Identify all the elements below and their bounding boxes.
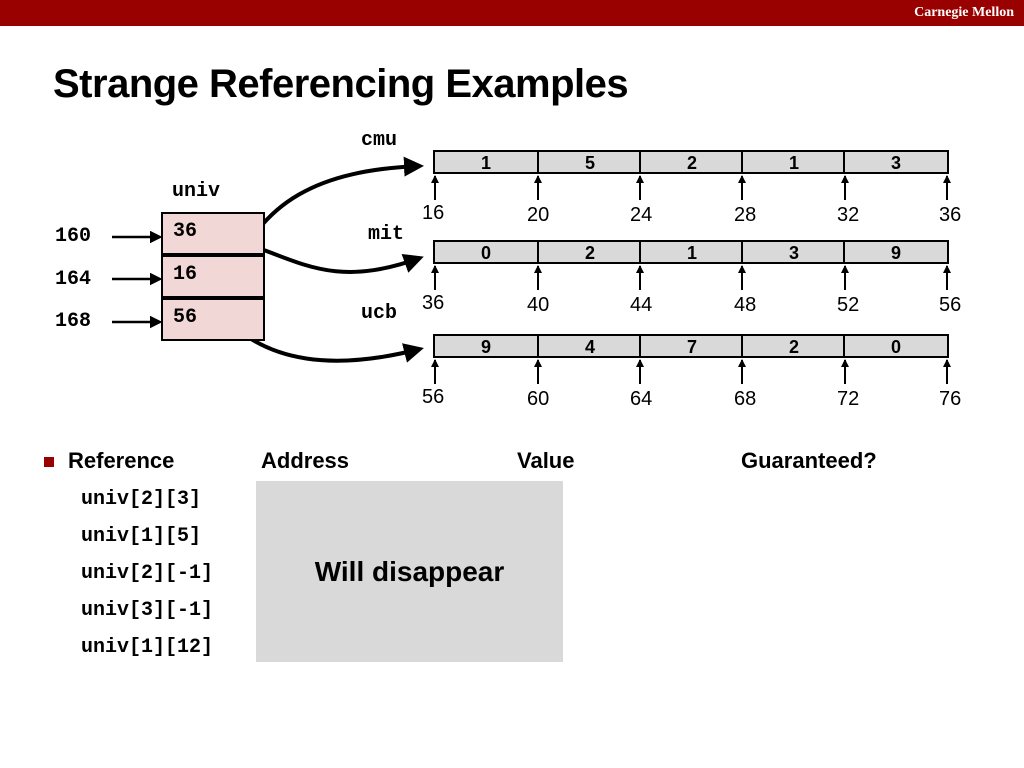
cmu-addr-0: 16 <box>422 202 445 224</box>
cmu-tick-head-2 <box>636 175 644 183</box>
cmu-addr-5: 36 <box>939 204 962 226</box>
cmu-addr-1: 20 <box>527 204 550 226</box>
header-bar: Carnegie Mellon <box>0 0 1024 26</box>
reference-row-0: univ[2][3] <box>81 488 202 511</box>
ucb-addr-3: 68 <box>734 388 757 410</box>
array-cmu: 1 5 2 1 3 <box>433 150 949 174</box>
ucb-addr-4: 72 <box>837 388 860 410</box>
mit-tick-head-0 <box>431 265 439 273</box>
mit-cell-4: 9 <box>843 242 947 264</box>
univ-cell-0: 36 <box>161 212 265 255</box>
array-mit: 0 2 1 3 9 <box>433 240 949 264</box>
mit-addr-0: 36 <box>422 292 445 314</box>
cmu-cell-0: 1 <box>480 153 491 173</box>
reference-row-3: univ[3][-1] <box>81 599 214 622</box>
univ-address-2: 168 <box>55 310 92 333</box>
disappear-overlay: Will disappear <box>256 481 563 662</box>
cmu-cell-2: 2 <box>639 152 743 174</box>
mit-addr-3: 48 <box>734 294 757 316</box>
mit-tick-head-2 <box>636 265 644 273</box>
cmu-tick-head-1 <box>534 175 542 183</box>
univ-cell-2: 56 <box>161 298 265 341</box>
ucb-cell-0: 9 <box>480 337 491 357</box>
ucb-addr-2: 64 <box>630 388 653 410</box>
univ-address-0: 160 <box>55 225 92 248</box>
mit-addr-1: 40 <box>527 294 550 316</box>
cmu-addr-3: 28 <box>734 204 757 226</box>
univ-cell-1: 16 <box>161 255 265 298</box>
slide-title: Strange Referencing Examples <box>53 62 629 106</box>
ucb-tick-head-0 <box>431 359 439 367</box>
bullet-icon <box>44 457 54 467</box>
array-ucb: 9 4 7 2 0 <box>433 334 949 358</box>
mit-cell-1: 2 <box>537 242 641 264</box>
cmu-addr-4: 32 <box>837 204 860 226</box>
ucb-cell-4: 0 <box>843 336 947 358</box>
mit-addr-4: 52 <box>837 294 860 316</box>
mit-cell-2: 1 <box>639 242 743 264</box>
address-ticks <box>431 175 951 384</box>
cmu-cell-3: 1 <box>741 152 845 174</box>
ucb-tick-head-3 <box>738 359 746 367</box>
array-name-cmu: cmu <box>361 129 398 152</box>
cmu-cell-1: 5 <box>537 152 641 174</box>
cmu-tick-head-3 <box>738 175 746 183</box>
ucb-tick-head-1 <box>534 359 542 367</box>
cmu-cell-4: 3 <box>843 152 947 174</box>
mit-cell-0: 0 <box>480 243 491 263</box>
ucb-cell-1: 4 <box>537 336 641 358</box>
ucb-cell-3: 2 <box>741 336 845 358</box>
ucb-addr-0: 56 <box>422 386 445 408</box>
array-name-mit: mit <box>368 223 405 246</box>
cmu-tick-head-5 <box>943 175 951 183</box>
ucb-addr-1: 60 <box>527 388 550 410</box>
univ-address-1: 164 <box>55 268 92 291</box>
mit-tick-head-3 <box>738 265 746 273</box>
ucb-tick-head-2 <box>636 359 644 367</box>
ucb-addr-5: 76 <box>939 388 962 410</box>
overlay-text: Will disappear <box>314 556 505 587</box>
mit-tick-head-1 <box>534 265 542 273</box>
array-name-ucb: ucb <box>361 302 398 325</box>
cmu-addr-2: 24 <box>630 204 653 226</box>
cmu-tick-head-0 <box>431 175 439 183</box>
brand-label: Carnegie Mellon <box>914 5 1014 20</box>
header-reference: Reference <box>68 448 175 473</box>
header-value: Value <box>517 448 575 473</box>
cmu-tick-head-4 <box>841 175 849 183</box>
ucb-cell-2: 7 <box>639 336 743 358</box>
mit-addr-2: 44 <box>630 294 653 316</box>
reference-row-2: univ[2][-1] <box>81 562 214 585</box>
header-guaranteed: Guaranteed? <box>741 448 877 473</box>
univ-value-2: 56 <box>173 306 198 329</box>
header-address: Address <box>261 448 350 473</box>
ucb-tick-head-4 <box>841 359 849 367</box>
reference-row-4: univ[1][12] <box>81 636 214 659</box>
mit-cell-3: 3 <box>741 242 845 264</box>
univ-value-1: 16 <box>173 263 198 286</box>
mit-addr-5: 56 <box>939 294 962 316</box>
mit-tick-head-4 <box>841 265 849 273</box>
univ-label: univ <box>172 180 221 203</box>
ucb-tick-head-5 <box>943 359 951 367</box>
mit-tick-head-5 <box>943 265 951 273</box>
univ-value-0: 36 <box>173 220 198 243</box>
reference-row-1: univ[1][5] <box>81 525 202 548</box>
